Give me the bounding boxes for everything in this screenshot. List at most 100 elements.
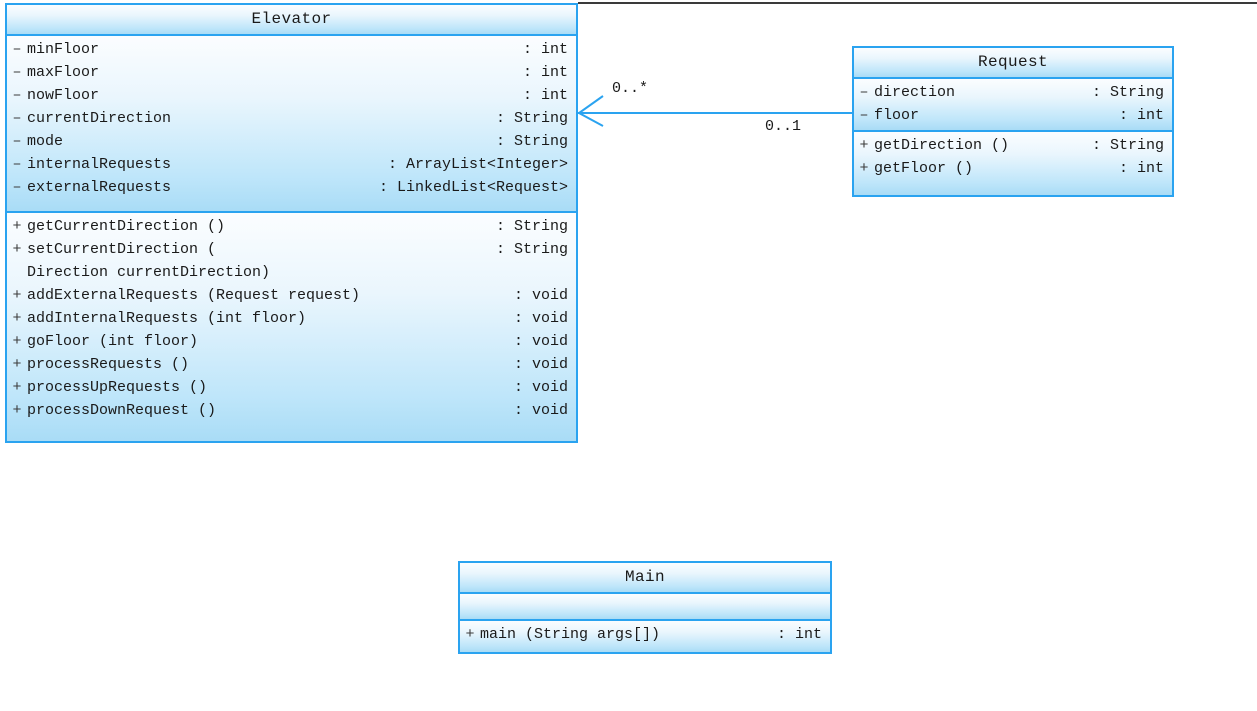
main-attributes-compartment xyxy=(460,592,830,619)
attribute-type: : String xyxy=(495,110,568,127)
method-row: + setCurrentDirection ( : String xyxy=(7,238,576,261)
method-row: + getDirection () : String xyxy=(854,134,1172,157)
main-title-compartment: Main xyxy=(460,563,830,592)
method-return-type: : void xyxy=(513,287,568,304)
attribute-type: : LinkedList<Request> xyxy=(378,179,568,196)
request-methods-compartment: + getDirection () : String + getFloor ()… xyxy=(854,130,1172,195)
attribute-name: nowFloor xyxy=(27,87,100,104)
method-row: + main (String args[]) : int xyxy=(460,623,830,646)
method-signature: getFloor () xyxy=(874,160,974,177)
request-attributes-compartment: – direction : String – floor : int xyxy=(854,77,1172,130)
visibility-marker: + xyxy=(12,241,22,258)
class-box-main[interactable]: Main + main (String args[]) : int xyxy=(458,561,832,654)
elevator-title-compartment: Elevator xyxy=(7,5,576,34)
method-signature-continuation: Direction currentDirection) xyxy=(27,264,271,281)
attribute-row: – currentDirection : String xyxy=(7,107,576,130)
method-return-type-spacer xyxy=(559,261,576,284)
method-signature: setCurrentDirection ( xyxy=(27,241,217,258)
method-signature: processDownRequest () xyxy=(27,402,217,419)
attribute-type: : String xyxy=(495,133,568,150)
attribute-type: : String xyxy=(1091,84,1164,101)
attribute-row: – mode : String xyxy=(7,130,576,153)
association-multiplicity-source: 0..1 xyxy=(765,118,802,135)
attribute-type: : int xyxy=(522,87,568,104)
method-row: + addInternalRequests (int floor) : void xyxy=(7,307,576,330)
visibility-marker: – xyxy=(12,179,22,196)
attribute-row: – floor : int xyxy=(854,104,1172,127)
method-signature: addInternalRequests (int floor) xyxy=(27,310,307,327)
attribute-row: – nowFloor : int xyxy=(7,84,576,107)
attribute-row: – maxFloor : int xyxy=(7,61,576,84)
method-signature: getCurrentDirection () xyxy=(27,218,226,235)
class-name-main: Main xyxy=(624,568,665,586)
method-return-type: : String xyxy=(495,218,568,235)
class-name-request: Request xyxy=(977,53,1048,71)
request-title-compartment: Request xyxy=(854,48,1172,77)
attribute-name: currentDirection xyxy=(27,110,172,127)
attribute-type: : int xyxy=(522,64,568,81)
method-row: + processRequests () : void xyxy=(7,353,576,376)
class-box-elevator[interactable]: Elevator – minFloor : int – maxFloor : i… xyxy=(5,3,578,443)
visibility-marker: – xyxy=(12,133,22,150)
visibility-marker: + xyxy=(12,333,22,350)
attribute-row: – internalRequests : ArrayList<Integer> xyxy=(7,153,576,176)
method-row: + goFloor (int floor) : void xyxy=(7,330,576,353)
method-row: + addExternalRequests (Request request) … xyxy=(7,284,576,307)
method-signature: addExternalRequests (Request request) xyxy=(27,287,361,304)
visibility-marker: + xyxy=(12,310,22,327)
class-box-request[interactable]: Request – direction : String – floor : i… xyxy=(852,46,1174,197)
method-return-type: : int xyxy=(776,626,822,643)
visibility-marker: + xyxy=(12,356,22,373)
method-signature: processUpRequests () xyxy=(27,379,208,396)
method-return-type: : void xyxy=(513,333,568,350)
method-return-type: : int xyxy=(1118,160,1164,177)
association-line-request-to-elevator[interactable] xyxy=(578,112,852,114)
attribute-name: internalRequests xyxy=(27,156,172,173)
method-return-type: : void xyxy=(513,379,568,396)
attribute-row: – direction : String xyxy=(854,81,1172,104)
visibility-marker: + xyxy=(12,379,22,396)
method-return-type: : String xyxy=(495,241,568,258)
visibility-marker: – xyxy=(859,107,869,124)
method-signature-continuation-row: Direction currentDirection) xyxy=(7,261,576,284)
top-border-rule xyxy=(578,2,1257,4)
attribute-type: : int xyxy=(522,41,568,58)
visibility-marker: + xyxy=(465,626,475,643)
visibility-marker: – xyxy=(12,64,22,81)
visibility-marker: – xyxy=(12,110,22,127)
attribute-row: – externalRequests : LinkedList<Request> xyxy=(7,176,576,199)
association-multiplicity-target: 0..* xyxy=(612,80,649,97)
method-signature: goFloor (int floor) xyxy=(27,333,199,350)
elevator-methods-compartment: + getCurrentDirection () : String + setC… xyxy=(7,211,576,441)
attribute-name: maxFloor xyxy=(27,64,100,81)
main-methods-compartment: + main (String args[]) : int xyxy=(460,619,830,652)
attribute-name: floor xyxy=(874,107,920,124)
method-return-type: : String xyxy=(1091,137,1164,154)
association-open-arrowhead-icon xyxy=(577,95,604,127)
attribute-type: : ArrayList<Integer> xyxy=(387,156,568,173)
visibility-marker: – xyxy=(12,156,22,173)
method-return-type: : void xyxy=(513,310,568,327)
visibility-marker: + xyxy=(859,160,869,177)
method-signature: main (String args[]) xyxy=(480,626,661,643)
attribute-name: minFloor xyxy=(27,41,100,58)
method-row: + processDownRequest () : void xyxy=(7,399,576,422)
visibility-marker: + xyxy=(12,218,22,235)
method-row: + processUpRequests () : void xyxy=(7,376,576,399)
visibility-marker: + xyxy=(12,287,22,304)
visibility-marker: – xyxy=(12,41,22,58)
method-signature: processRequests () xyxy=(27,356,190,373)
attribute-row: – minFloor : int xyxy=(7,38,576,61)
attribute-name: direction xyxy=(874,84,956,101)
method-return-type: : void xyxy=(513,402,568,419)
visibility-marker: + xyxy=(12,402,22,419)
visibility-marker: + xyxy=(859,137,869,154)
visibility-marker: – xyxy=(12,87,22,104)
elevator-attributes-compartment: – minFloor : int – maxFloor : int – nowF… xyxy=(7,34,576,211)
class-name-elevator: Elevator xyxy=(251,10,332,28)
method-return-type: : void xyxy=(513,356,568,373)
method-row: + getFloor () : int xyxy=(854,157,1172,180)
attribute-name: mode xyxy=(27,133,64,150)
method-row: + getCurrentDirection () : String xyxy=(7,215,576,238)
